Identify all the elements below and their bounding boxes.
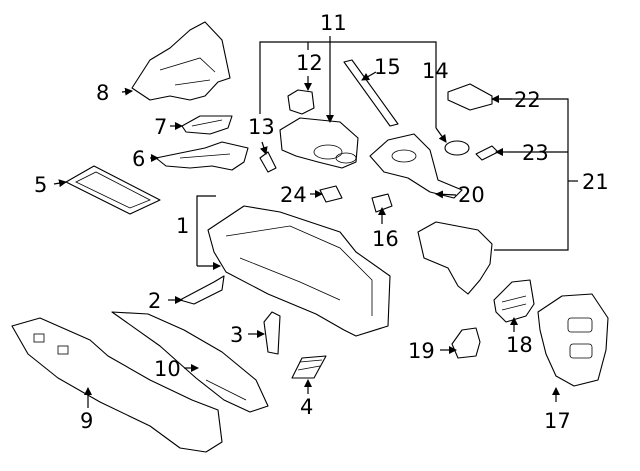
callout-5: 5 (34, 173, 47, 197)
callout-19: 19 (408, 339, 435, 363)
bracket-1 (196, 195, 216, 266)
leader-14 (435, 127, 447, 143)
callout-15: 15 (374, 55, 401, 79)
part-21-armrest (417, 221, 493, 295)
part-17-rear-panel (537, 293, 609, 387)
callout-18: 18 (506, 333, 533, 357)
callout-1: 1 (176, 214, 189, 238)
part-19-switch (451, 327, 481, 359)
callout-9: 9 (80, 409, 93, 433)
callout-13: 13 (248, 115, 275, 139)
part-10-side-panel (111, 311, 269, 413)
callout-24: 24 (280, 183, 307, 207)
callout-17: 17 (544, 409, 571, 433)
callout-14: 14 (422, 59, 449, 83)
callout-8: 8 (96, 81, 109, 105)
bracket-11-14 (259, 41, 437, 128)
leader-15 (361, 71, 377, 81)
bracket-lines (196, 36, 578, 266)
part-18-vent (493, 279, 535, 323)
part-1-console-body (207, 205, 391, 337)
leader-arrows (53, 42, 560, 408)
part-5-mat (65, 165, 161, 215)
callout-2: 2 (148, 289, 161, 313)
leader-20 (435, 190, 457, 199)
callout-4: 4 (300, 395, 313, 419)
part-6-panel (155, 141, 249, 171)
part-12-cup (287, 89, 315, 115)
part-7-trim (181, 115, 233, 135)
part-22-lid (447, 83, 493, 111)
part-15-strip (343, 59, 399, 127)
leader-5 (53, 179, 67, 188)
callout-11: 11 (320, 11, 347, 35)
part-2-bracket (179, 275, 225, 305)
callout-22: 22 (514, 88, 541, 112)
callout-23: 23 (522, 141, 549, 165)
part-9-side-panel (11, 317, 223, 453)
part-16-clip (371, 193, 393, 213)
callout-6: 6 (132, 147, 145, 171)
leader-8 (121, 87, 133, 96)
callout-10: 10 (154, 357, 181, 381)
part-8-bracket (131, 21, 231, 101)
part-11-assembly (279, 117, 359, 169)
callout-20: 20 (458, 183, 485, 207)
part-4-grille (291, 355, 327, 379)
part-24-clip (319, 185, 343, 203)
callout-21: 21 (582, 170, 609, 194)
callout-3: 3 (230, 323, 243, 347)
part-23-small (475, 145, 499, 161)
part-3-bracket (263, 311, 281, 355)
callout-16: 16 (372, 227, 399, 251)
part-20-bezel (369, 133, 463, 199)
callout-7: 7 (154, 115, 167, 139)
bracket-21 (494, 98, 569, 251)
callout-12: 12 (296, 51, 323, 75)
callout-labels: 11 12 15 14 8 22 7 13 23 6 21 5 24 20 1 … (34, 11, 609, 433)
part-14-disc (444, 140, 470, 156)
part-13-clip (259, 151, 277, 173)
leader-13 (259, 141, 268, 155)
